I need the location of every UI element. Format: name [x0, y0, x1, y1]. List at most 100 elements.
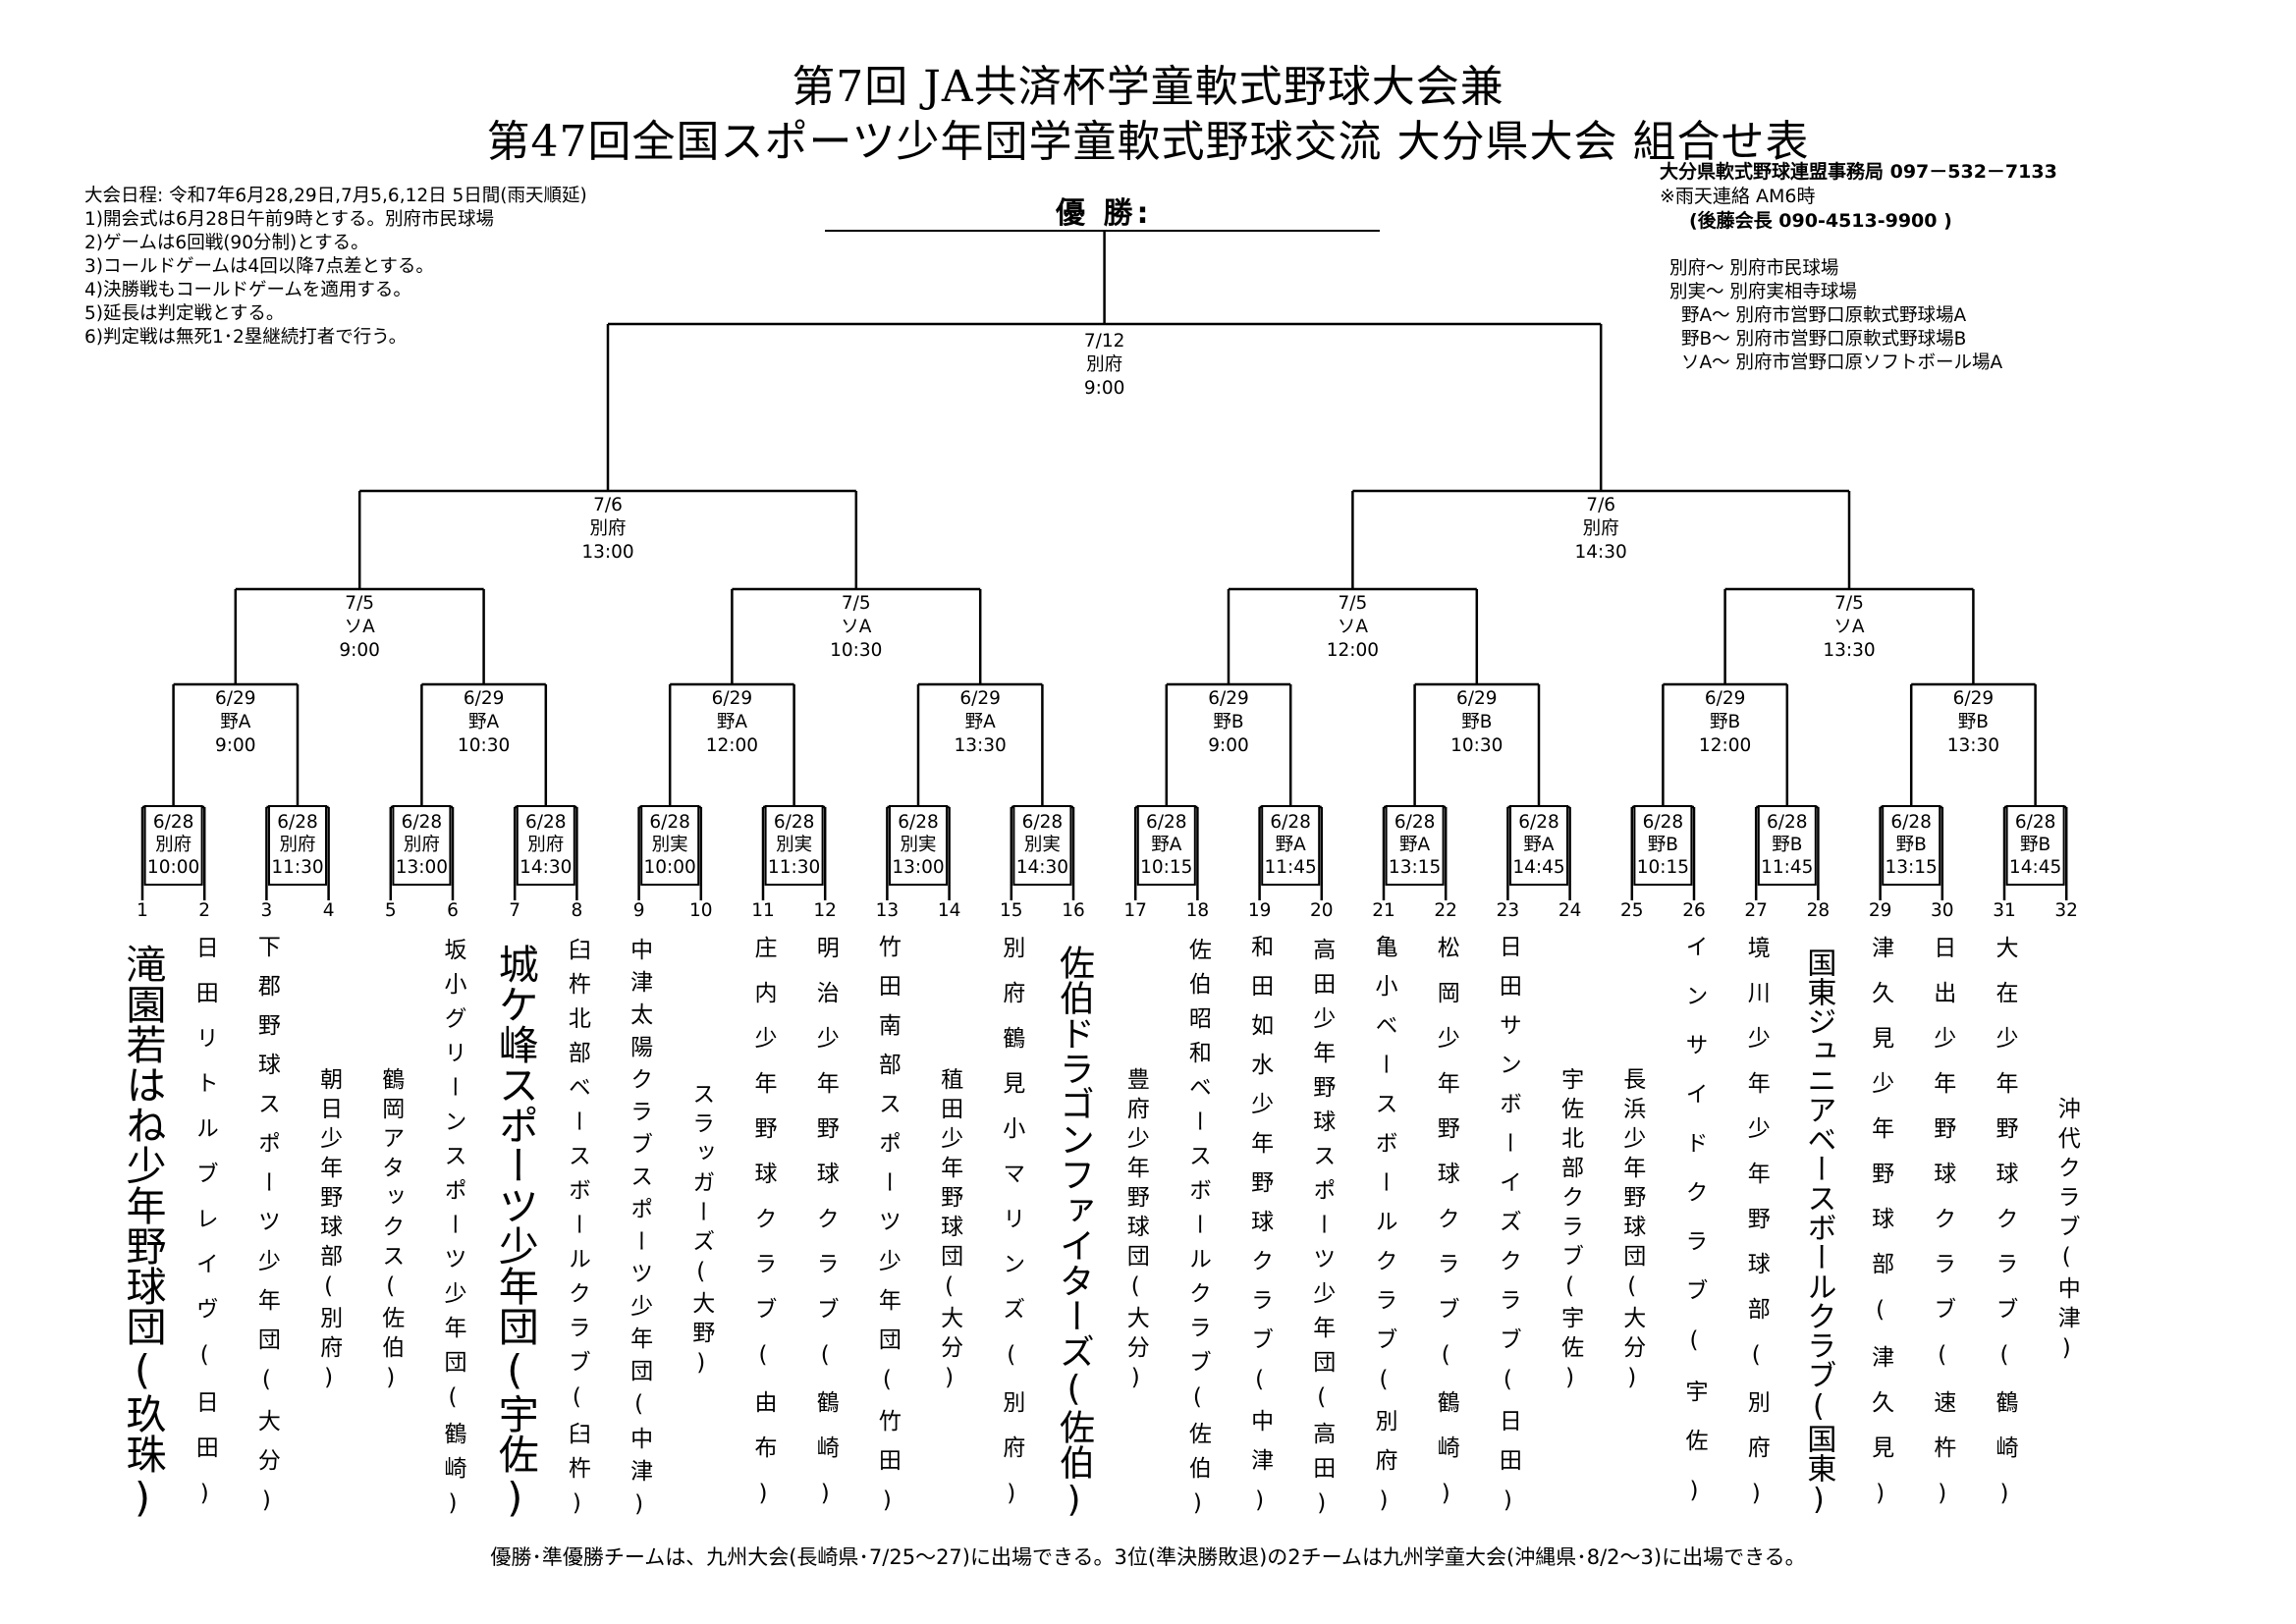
team-name: 亀小ベースボールクラブ	[1371, 935, 1396, 1367]
contact-block: 大分県軟式野球連盟事務局 097－532－7133 ※雨天連絡 AM6時 (後藤…	[1660, 160, 2057, 234]
match-date: 6/28	[1518, 812, 1559, 833]
round1-box	[268, 805, 327, 886]
team-name: 下郡野球スポーツ少年団	[253, 935, 280, 1367]
team-area: (日田)	[191, 1342, 218, 1529]
team-name: 臼杵北部ベースボールクラブ	[564, 937, 590, 1384]
match-date: 6/28	[1890, 812, 1932, 833]
team-entry: 長浜少年野球団(大分)	[1613, 933, 1652, 1532]
team-area: (国東)	[1801, 1389, 1836, 1517]
team-name: 松岡少年野球クラブ	[1433, 936, 1459, 1342]
team-name: 別府鶴見小マリンズ	[998, 936, 1024, 1342]
team-number: 21	[1372, 900, 1395, 921]
match-date: 6/28	[898, 812, 939, 833]
team-name: 竹田南部スポーツ少年団	[874, 935, 901, 1367]
team-entry: 明治少年野球クラブ(鶴崎)	[805, 933, 845, 1532]
match-time: 10:30	[457, 735, 511, 756]
match-date: 6/28	[525, 812, 567, 833]
venue-legend: 別府～ 別府市民球場 別実～ 別府実相寺球場 野A～ 別府市営野口原軟式野球場A…	[1669, 257, 2002, 375]
team-name: 豊府少年野球団	[1122, 1067, 1149, 1273]
team-area: (佐伯)	[1184, 1383, 1211, 1528]
team-area: (大野)	[687, 1259, 714, 1382]
team-entry: 佐伯昭和ベースボールクラブ(佐伯)	[1177, 933, 1217, 1532]
office-contact: 大分県軟式野球連盟事務局 097－532－7133	[1660, 161, 2057, 183]
match-time: 12:00	[705, 735, 759, 756]
team-number: 20	[1310, 900, 1334, 921]
team-name: 稙田少年野球団	[936, 1067, 962, 1273]
match-date: 6/28	[1394, 812, 1436, 833]
rule-line: 6)判定戦は無死1･2塁継続打者で行う。	[84, 327, 408, 348]
team-area: (津久見)	[1867, 1297, 1893, 1529]
match-time: 10:15	[1140, 857, 1193, 878]
team-entry: 稙田少年野球団(大分)	[930, 933, 969, 1532]
match-date: 6/28	[401, 812, 443, 833]
team-name: 中津太陽クラブスポーツ少年団	[626, 938, 652, 1391]
match-venue: 野A	[716, 712, 747, 732]
team-name: 鶴岡アタックス	[377, 1067, 404, 1273]
footer-note: 優勝･準優勝チームは、九州大会(長崎県･7/25～27)に出場できる。3位(準決…	[490, 1545, 1806, 1569]
match-date: 6/29	[215, 688, 256, 709]
match-venue: 別府	[1086, 354, 1123, 375]
winner-line	[825, 230, 1380, 232]
team-number: 22	[1434, 900, 1457, 921]
match-time: 14:30	[1015, 857, 1069, 878]
match-venue: 別実	[776, 835, 813, 855]
team-number: 17	[1123, 900, 1147, 921]
team-number: 19	[1247, 900, 1272, 921]
title-line-2: 第47回全国スポーツ少年団学童軟式野球交流 大分県大会 組合せ表	[486, 117, 1810, 167]
round1-box	[1012, 805, 1072, 886]
team-area: (玖珠)	[119, 1346, 166, 1521]
team-entry: 日田サンボーイズクラブ(日田)	[1488, 933, 1527, 1532]
team-number: 26	[1682, 900, 1706, 921]
team-number: 7	[509, 900, 521, 921]
match-time: 13:30	[1946, 735, 2000, 756]
match-date: 6/28	[1767, 812, 1808, 833]
team-entry: 亀小ベースボールクラブ(別府)	[1364, 933, 1403, 1532]
team-number: 31	[1993, 900, 2016, 921]
team-area: (佐伯)	[1054, 1369, 1094, 1520]
team-number: 11	[751, 900, 775, 921]
team-entry: 竹田南部スポーツ少年団(竹田)	[867, 933, 906, 1532]
match-date: 6/28	[1021, 812, 1064, 833]
team-entry: 佐伯ドラゴンファイターズ(佐伯)	[1054, 933, 1094, 1532]
match-venue: 別府	[1582, 518, 1619, 539]
match-date: 6/29	[463, 688, 505, 709]
match-date: 6/28	[773, 812, 815, 833]
match-time: 12:00	[1326, 640, 1380, 661]
venue-line: 別実～ 別府実相寺球場	[1669, 282, 1857, 302]
match-venue: 野B	[1895, 835, 1927, 855]
round1-box	[392, 805, 452, 886]
team-number: 3	[260, 900, 273, 921]
team-number: 5	[384, 900, 397, 921]
team-area: (竹田)	[874, 1367, 901, 1530]
match-venue: 野B	[1461, 712, 1493, 732]
round1-box	[1261, 805, 1321, 886]
match-date: 6/29	[1208, 688, 1249, 709]
team-entry: 豊府少年野球団(大分)	[1116, 933, 1155, 1532]
team-area: (鶴崎)	[1992, 1342, 2017, 1529]
match-venue: 別府	[155, 835, 192, 855]
match-venue: 野B	[1647, 835, 1678, 855]
venue-line: 野B～ 別府市営野口原軟式野球場B	[1681, 329, 1967, 350]
match-venue: 別実	[651, 835, 688, 855]
rules-block: 大会日程: 令和7年6月28,29日,7月5,6,12日 5日間(雨天順延) 1…	[84, 185, 587, 350]
team-entry: 朝日少年野球部(別府)	[309, 933, 349, 1532]
team-entry: 城ケ峰スポーツ少年団(宇佐)	[491, 933, 538, 1532]
team-number: 23	[1496, 900, 1520, 921]
match-time: 10:30	[830, 640, 883, 661]
team-area: (速杵)	[1929, 1342, 1955, 1529]
team-area: (由布)	[750, 1342, 776, 1529]
rule-line: 4)決勝戦もコールドゲームを適用する。	[84, 280, 411, 300]
match-time: 14:30	[1574, 542, 1627, 563]
match-date: 6/28	[649, 812, 690, 833]
team-name: 境川少年少年野球部	[1743, 936, 1770, 1342]
